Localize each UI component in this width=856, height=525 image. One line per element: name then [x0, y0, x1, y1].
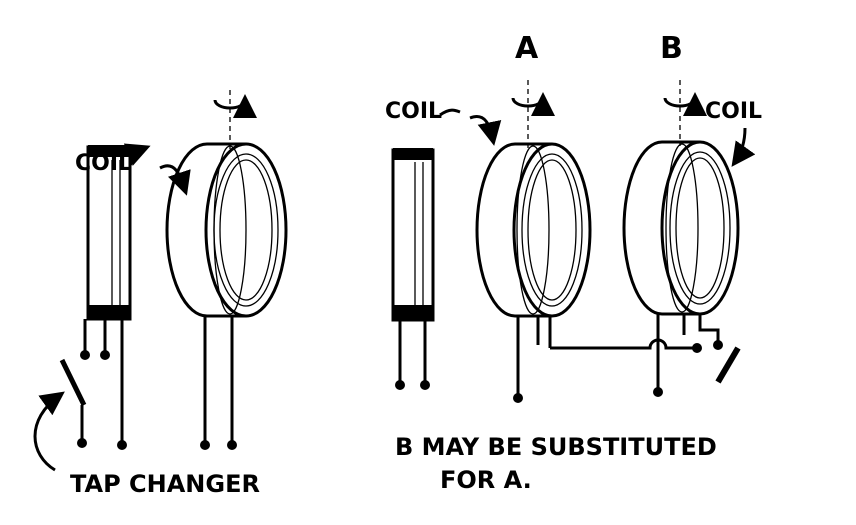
flat-coil-right [393, 148, 433, 390]
note-line-1: B MAY BE SUBSTITUTED [395, 433, 717, 461]
tap-changer-label: TAP CHANGER [70, 470, 260, 498]
coil-b-label: B [660, 31, 683, 66]
ring-coil-left [167, 90, 286, 450]
note-line-2: FOR A. [440, 466, 532, 494]
tap-changer-switch [35, 319, 127, 470]
coil-label-a: COIL [385, 99, 442, 124]
coil-a-label: A [515, 31, 539, 66]
coil-label-b: COIL [705, 99, 762, 124]
connection-wiring [550, 340, 738, 382]
ring-coil-a [477, 80, 590, 403]
coil-label-left: COIL [75, 151, 132, 176]
